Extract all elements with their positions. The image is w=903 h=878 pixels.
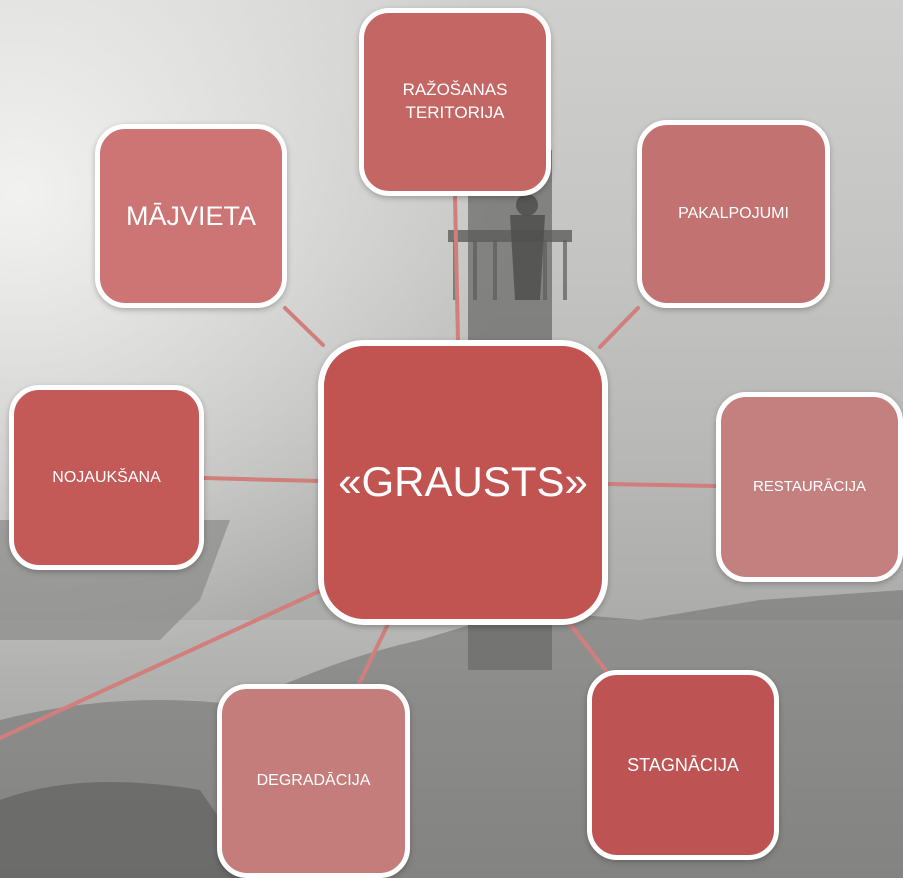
link-stagnacija	[568, 622, 609, 674]
link-offpage	[0, 588, 324, 740]
node-restauracija: RESTAURĀCIJA	[716, 392, 903, 582]
link-razosanas	[453, 193, 460, 344]
link-degradacija	[356, 622, 390, 688]
link-restauracija	[606, 482, 718, 488]
link-majvieta	[283, 306, 325, 347]
node-nojauksana: NOJAUKŠANA	[9, 385, 204, 570]
node-label: RESTAURĀCIJA	[752, 477, 867, 495]
node-label: PAKALPOJUMI	[678, 205, 789, 223]
node-label: DEGRADĀCIJA	[256, 772, 371, 790]
center-label: «GRAUSTS»	[338, 458, 588, 506]
node-label: RAŽOŠANAS TERITORIJA	[402, 80, 508, 122]
node-label: STAGNĀCIJA	[627, 754, 739, 775]
node-label: MĀJVIETA	[125, 200, 257, 231]
node-pakalpojumi: PAKALPOJUMI	[637, 120, 830, 308]
node-razosanas-teritorija: RAŽOŠANAS TERITORIJA	[359, 8, 551, 196]
node-majvieta: MĀJVIETA	[95, 124, 287, 308]
node-center-grausts: «GRAUSTS»	[318, 340, 608, 625]
node-degradacija: DEGRADĀCIJA	[217, 684, 410, 878]
node-label: NOJAUKŠANA	[52, 468, 161, 486]
link-nojauksana	[202, 476, 320, 483]
node-stagnacija: STAGNĀCIJA	[587, 670, 779, 860]
link-pakalpojumi	[598, 306, 640, 349]
